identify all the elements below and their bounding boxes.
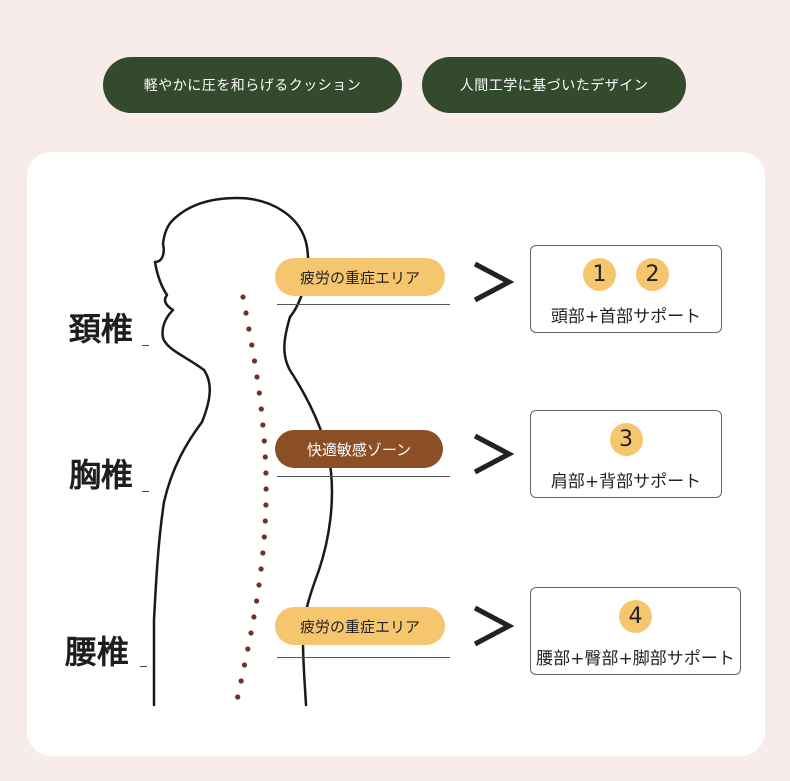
spine-dot — [248, 630, 254, 636]
spine-dot — [254, 374, 260, 380]
support-label: 腰部+臀部+脚部サポート — [536, 649, 735, 669]
zone-underline — [277, 476, 450, 477]
spine-dot — [243, 310, 249, 316]
spine-dot — [261, 534, 267, 540]
body-outline-front — [152, 196, 310, 707]
feature-pill-cushion: 軽やかに圧を和らげるクッション — [103, 57, 402, 113]
spine-dot — [260, 422, 266, 428]
spine-label-lumbar: 腰椎 — [65, 633, 130, 671]
spine-label-thoracic: 胸椎 — [69, 456, 134, 494]
support-label: 頭部+首部サポート — [550, 307, 702, 327]
zone-underline — [277, 304, 450, 305]
spine-dot — [256, 582, 262, 588]
spine-dots — [235, 294, 269, 700]
spine-diagram-card: 頚椎 胸椎 腰椎 疲労の重症エリア 1 2 頭部+首部サポート 快適敏感ゾーン … — [27, 152, 765, 756]
support-label: 肩部+背部サポート — [550, 472, 702, 492]
spine-dot — [258, 566, 264, 572]
feature-pill-ergonomic: 人間工学に基づいたデザイン — [422, 57, 686, 113]
number-badge: 1 — [583, 258, 616, 291]
spine-dot — [263, 486, 269, 492]
number-badge: 3 — [609, 423, 643, 456]
spine-dot — [251, 358, 258, 364]
spine-dot — [245, 646, 251, 652]
spine-tick — [142, 345, 149, 346]
feature-pill-label: 軽やかに圧を和らげるクッション — [143, 78, 362, 94]
zone-badge-fatigue-upper: 疲労の重症エリア — [275, 258, 445, 296]
support-box-waist-hip-leg: 4 腰部+臀部+脚部サポート — [530, 587, 741, 675]
support-numbers: 3 — [531, 423, 721, 456]
support-numbers: 4 — [531, 600, 740, 633]
spine-dot — [261, 438, 267, 444]
spine-dot — [263, 470, 269, 476]
spine-tick — [140, 666, 147, 667]
chevron-right-icon — [473, 433, 515, 475]
zone-label: 疲労の重症エリア — [299, 617, 420, 636]
spine-dot — [258, 406, 264, 412]
chevron-right-icon — [473, 605, 515, 647]
zone-label: 快適敏感ゾーン — [306, 440, 412, 459]
support-box-shoulder-back: 3 肩部+背部サポート — [530, 410, 722, 498]
number-badge: 4 — [619, 600, 652, 633]
spine-dot — [240, 294, 246, 300]
spine-tick — [142, 491, 149, 492]
spine-dot — [260, 550, 266, 556]
spine-dot — [249, 342, 255, 348]
spine-dot — [246, 326, 252, 332]
spine-dot — [254, 598, 260, 604]
spine-dot — [241, 662, 248, 668]
spine-dot — [262, 454, 268, 460]
feature-pill-label: 人間工学に基づいたデザイン — [459, 78, 649, 94]
spine-dot — [263, 502, 269, 508]
number-badge: 2 — [636, 258, 669, 291]
support-box-head-neck: 1 2 頭部+首部サポート — [530, 245, 722, 333]
spine-dot — [256, 390, 262, 396]
zone-badge-comfort: 快適敏感ゾーン — [275, 430, 443, 468]
spine-dot — [251, 614, 257, 620]
support-numbers: 1 2 — [531, 258, 721, 291]
spine-dot — [235, 694, 241, 700]
chevron-right-icon — [473, 261, 515, 303]
spine-dot — [238, 678, 244, 684]
spine-label-cervical: 頚椎 — [69, 310, 134, 348]
zone-label: 疲労の重症エリア — [299, 268, 420, 287]
zone-underline — [277, 657, 450, 658]
spine-dot — [262, 518, 268, 524]
body-outline-back — [283, 315, 334, 707]
zone-badge-fatigue-lower: 疲労の重症エリア — [275, 607, 445, 645]
